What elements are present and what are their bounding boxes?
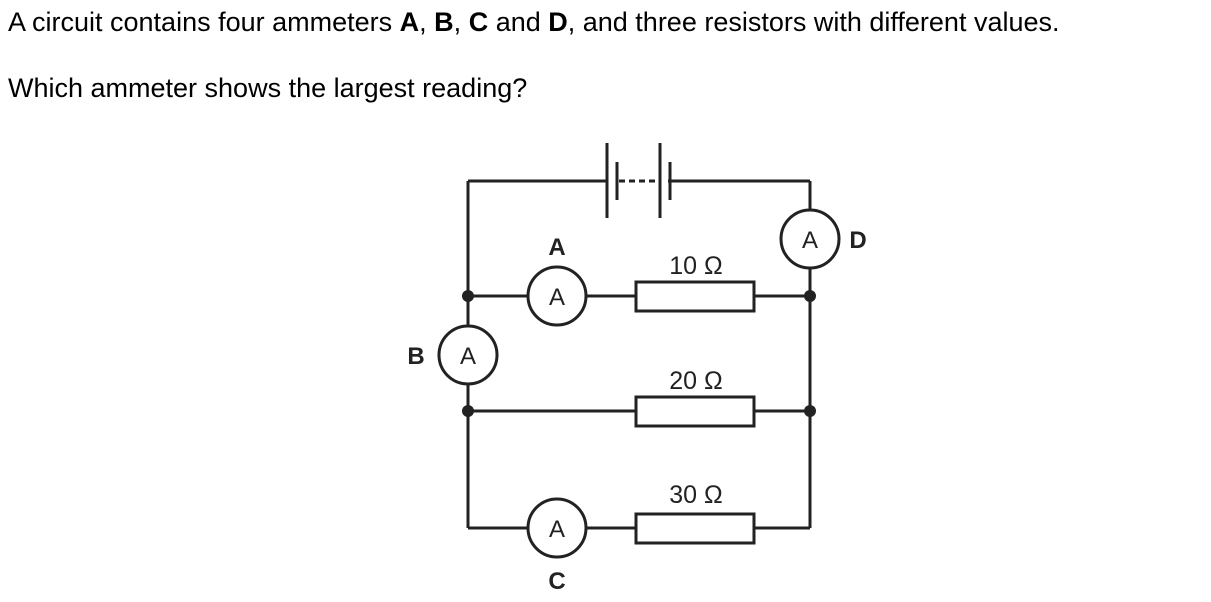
ammeter-name-c: C [468, 7, 489, 37]
question-text-part: A circuit contains four ammeters [8, 7, 400, 37]
resistor-30-ohm [634, 512, 756, 545]
question-line-1: A circuit contains four ammeters A, B, C… [8, 6, 1060, 38]
branch-10-ohm [468, 280, 810, 313]
ammeter-a: A A [526, 234, 588, 327]
ammeter-b: A B [407, 324, 499, 386]
junction-dot [462, 405, 474, 417]
ammeter-symbol: A [802, 227, 818, 254]
ammeter-name-b: B [434, 7, 454, 37]
junction-dot [462, 290, 474, 302]
ammeter-symbol: A [549, 516, 565, 543]
ammeter-label-a: A [548, 234, 565, 261]
ammeter-c: A C [526, 497, 588, 595]
question-text-part: , and three resistors with different val… [567, 7, 1060, 37]
junction-dot [804, 405, 816, 417]
question-text-part: and [488, 7, 549, 37]
junction-dot [804, 290, 816, 302]
question-line-2: Which ammeter shows the largest reading? [8, 73, 528, 103]
question-text-part: , [419, 7, 435, 37]
battery [605, 143, 672, 218]
ammeter-symbol: A [460, 343, 476, 370]
ammeter-label-c: C [548, 568, 565, 595]
resistor-label-10: 10 Ω [669, 252, 722, 280]
ammeter-name-d: D [548, 7, 568, 37]
resistor-10-ohm [634, 280, 756, 313]
ammeter-d: A D [779, 208, 867, 270]
ammeter-symbol: A [549, 284, 565, 311]
resistor-label-30: 30 Ω [669, 481, 722, 509]
ammeter-name-a: A [399, 7, 420, 37]
resistor-label-20: 20 Ω [669, 367, 722, 395]
resistor-20-ohm [634, 395, 756, 428]
top-wire [466, 179, 812, 328]
branch-30-ohm [468, 512, 810, 545]
ammeter-label-d: D [849, 227, 866, 254]
ammeter-label-b: B [407, 343, 424, 370]
question-text-part: , [453, 7, 469, 37]
branch-20-ohm [468, 395, 810, 428]
